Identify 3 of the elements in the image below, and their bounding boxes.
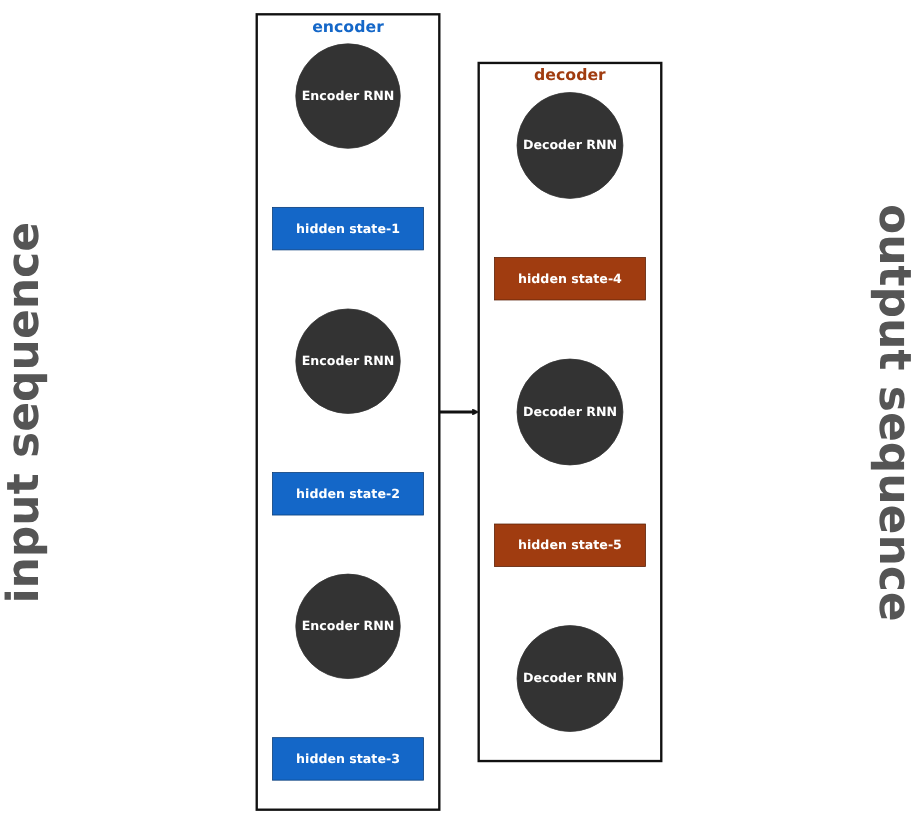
axis-label: input sequence bbox=[0, 221, 50, 603]
axis-label: output sequence bbox=[868, 203, 918, 621]
arrow bbox=[439, 408, 479, 416]
